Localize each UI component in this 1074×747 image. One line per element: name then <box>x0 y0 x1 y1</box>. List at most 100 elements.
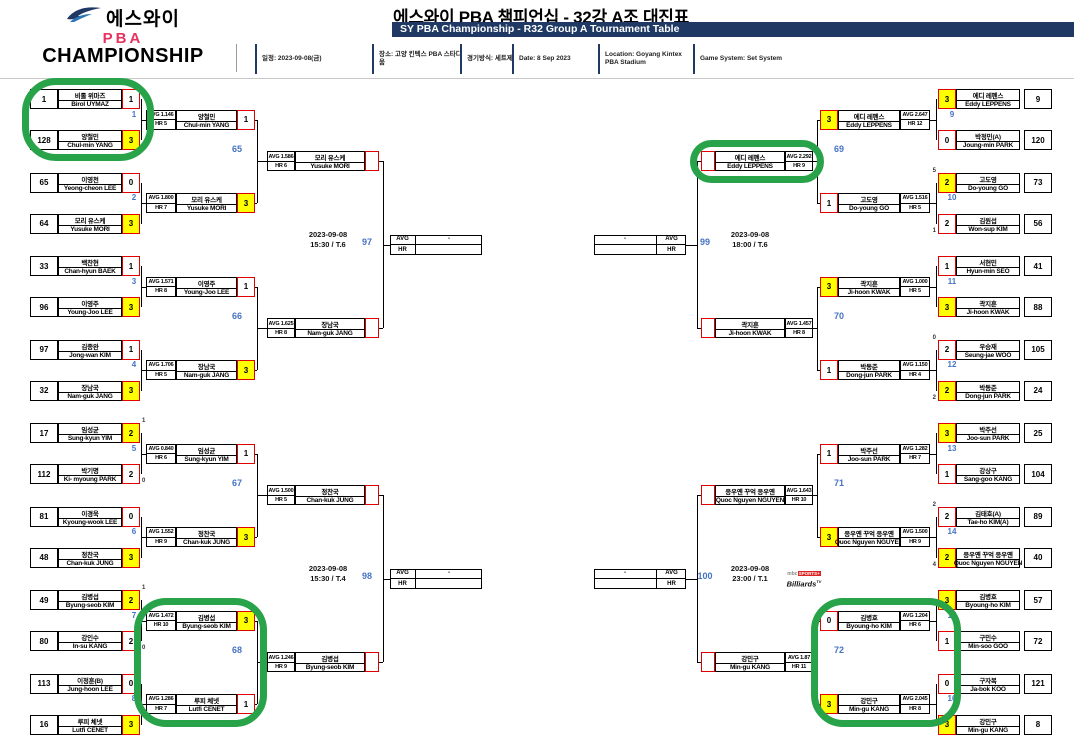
score-box: 3 <box>820 109 838 130</box>
sf-hr-value <box>594 579 656 589</box>
score-box: 3 <box>122 213 140 234</box>
score-box: 0 <box>122 506 140 527</box>
avg-value: AVG 1.246 <box>268 653 294 663</box>
avg-value: AVG 1.000 <box>901 278 929 287</box>
sf-hr-value <box>416 245 482 255</box>
logo-divider <box>236 44 237 72</box>
player-name-kr: 고도영 <box>839 194 899 205</box>
hr-value: HR 6 <box>909 622 921 629</box>
so-score: 1 <box>142 418 146 424</box>
player-name-kr: 응우옌 꾸억 응우옌 <box>957 549 1019 560</box>
score-box: 1 <box>122 339 140 360</box>
connector-line <box>255 203 257 204</box>
seed-box: 32 <box>30 380 58 401</box>
hr-value: HR 10 <box>153 622 169 629</box>
connector-line <box>379 495 383 497</box>
score-box: 3 <box>122 130 140 150</box>
match-number: 70 <box>833 311 844 322</box>
avg-value: AVG 1.643 <box>786 486 812 496</box>
match-date-line: 2023-09-08 <box>730 563 770 573</box>
hr-value: HR 9 <box>155 538 167 545</box>
sf-avg-label: AVG <box>656 234 686 245</box>
player-name-en: Chan-kuk JUNG <box>306 497 354 505</box>
seed-box: 112 <box>30 464 58 484</box>
match-number: 68 <box>231 645 242 656</box>
score-box: 3 <box>820 276 838 297</box>
so-score: 2 <box>932 394 936 401</box>
tv-superscript: TV <box>816 578 822 584</box>
info-schedule: 일정: 2023-09-08(금) <box>255 44 374 74</box>
score-box <box>365 652 379 673</box>
match-time-table: 15:30 / T.6 <box>310 239 346 249</box>
sf-hr-value <box>416 579 482 589</box>
connector-line <box>255 620 257 622</box>
seed-box: 128 <box>30 130 58 150</box>
player-name-kr: 임성균 <box>177 445 236 456</box>
info-date-en: Date: 8 Sep 2023 <box>512 44 601 74</box>
logo-championship: CHAMPIONSHIP <box>42 45 204 67</box>
player-name-kr: 장남국 <box>177 361 236 372</box>
player-name-en: Chan-kuk JUNG <box>66 559 114 567</box>
seed-box: 24 <box>1024 380 1052 401</box>
seed-box: 41 <box>1024 256 1052 276</box>
avg-value: AVG 2.045 <box>901 695 929 705</box>
connector-line <box>697 495 698 663</box>
match-number: 67 <box>231 478 242 489</box>
tv-billiards-text: Billiards <box>786 579 817 589</box>
score-box: 1 <box>122 256 140 276</box>
connector-line <box>697 662 701 664</box>
seed-box: 104 <box>1024 464 1052 484</box>
score-box: 2 <box>938 213 956 234</box>
player-name-kr: 구민수 <box>957 632 1019 643</box>
player-name-en: Yusuke MORI <box>70 225 110 233</box>
connector-line <box>257 161 267 163</box>
player-name-en: Sung-kyun YIM <box>184 455 229 463</box>
player-name-kr: 박동준 <box>957 382 1019 393</box>
connector-line <box>930 537 937 538</box>
score-box <box>701 485 715 506</box>
seed-box: 65 <box>30 172 58 193</box>
score-box: 3 <box>938 714 956 735</box>
player-name-kr: 곽지훈 <box>716 319 784 331</box>
so-score: 1 <box>932 227 936 234</box>
avg-value: AVG 1.552 <box>147 528 175 538</box>
player-name-en: Ji-hoon KWAK <box>966 309 1010 316</box>
so-score: 1 <box>142 585 146 591</box>
so-score: 0 <box>142 478 146 484</box>
score-box: 3 <box>237 193 255 213</box>
avg-value: AVG 1.516 <box>901 194 929 204</box>
seed-box: 9 <box>1024 89 1052 109</box>
connector-line <box>684 578 697 580</box>
score-box <box>365 318 379 339</box>
connector-line <box>813 161 817 163</box>
seed-box: 113 <box>30 673 58 694</box>
connector-line <box>255 286 257 288</box>
connector-line <box>930 370 937 371</box>
match-number: 97 <box>361 236 372 247</box>
player-name-en: Nam-guk JANG <box>67 392 113 400</box>
connector-line <box>817 453 820 455</box>
player-name-kr: 고도영 <box>957 174 1019 185</box>
score-box: 2 <box>122 590 140 610</box>
player-name-en: Ki- myoung PARK <box>63 476 117 483</box>
seed-box: 88 <box>1024 297 1052 317</box>
score-box: 0 <box>938 130 956 150</box>
avg-value: AVG 1.204 <box>901 612 929 621</box>
player-name-kr: 박기명 <box>59 465 121 476</box>
player-name-en: Do-young GO <box>967 184 1009 192</box>
